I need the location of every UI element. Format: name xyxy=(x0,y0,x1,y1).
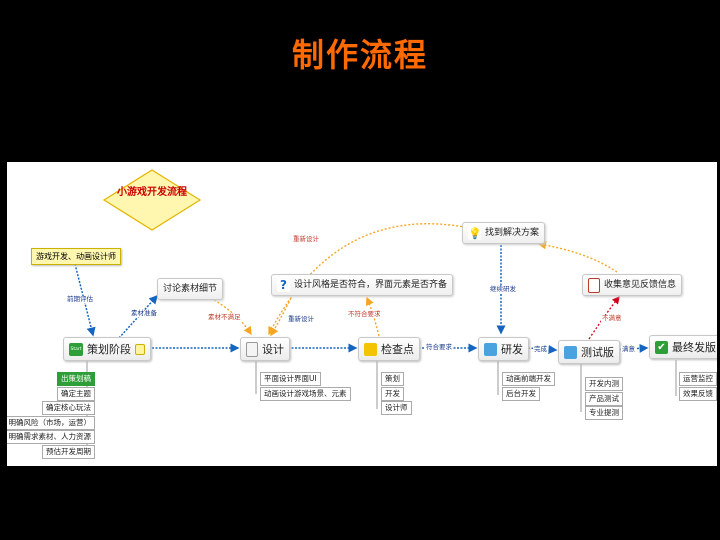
checkpoint-item: 策划 xyxy=(381,372,404,386)
callout-solution: 💡 找到解决方案 xyxy=(462,222,546,244)
label-redesign: 重新设计 xyxy=(287,315,315,323)
checkpoint-item: 开发 xyxy=(381,386,404,401)
beta-item: 开发内测 xyxy=(585,377,623,391)
stage-release: ✔ 最终发版 xyxy=(649,335,717,359)
label-material-prep: 素材准备 xyxy=(130,309,158,317)
callout-feedback-label: 收集意见反馈信息 xyxy=(604,279,677,290)
release-item: 运营监控 xyxy=(679,372,717,386)
label-redesign-top: 重新设计 xyxy=(292,235,320,243)
label-unsatisfied: 不满意 xyxy=(601,314,623,322)
dev-icon xyxy=(484,342,497,356)
planning-item: 预估开发周期 xyxy=(42,444,95,459)
title-diamond xyxy=(102,169,202,231)
slide-title: 制作流程 xyxy=(291,36,428,74)
start-badge-label: Start xyxy=(70,346,82,352)
edge-planning-discuss xyxy=(118,294,159,339)
planning-item: 确定核心玩法 xyxy=(42,401,95,415)
planning-item: 明确风险（市场，运营） xyxy=(7,415,95,430)
stage-design: 设计 xyxy=(240,337,290,361)
label-meets: 符合要求 xyxy=(425,343,453,351)
label-prelim-eval: 前期评估 xyxy=(66,295,94,303)
stage-planning-label: 策划阶段 xyxy=(87,342,131,356)
flowchart-canvas: 小游戏开发流程 游戏开发、动画设计师 Start 策划阶段 设计 检查点 研发 … xyxy=(7,162,717,466)
stage-planning: Start 策划阶段 xyxy=(63,337,151,361)
lightbulb-icon: 💡 xyxy=(468,226,482,240)
callout-feedback: 收集意见反馈信息 xyxy=(582,274,683,296)
rnd-item: 后台开发 xyxy=(502,386,540,401)
beta-item: 产品测试 xyxy=(585,391,623,406)
stage-checkpoint: 检查点 xyxy=(358,337,420,361)
edge-feedback-solution xyxy=(537,241,618,273)
note-icon xyxy=(135,343,145,355)
clipboard-icon xyxy=(588,277,600,293)
edge-top-redesign xyxy=(268,223,471,336)
document-icon xyxy=(246,341,258,357)
label-satisfied: 满意 xyxy=(621,345,636,353)
label-material-unsatisfied: 素材不满足 xyxy=(207,313,242,321)
design-item: 平面设计界面UI xyxy=(260,372,321,386)
planning-item: 出策划稿 xyxy=(57,372,95,386)
stage-rnd-label: 研发 xyxy=(501,342,523,356)
diagram-title: 小游戏开发流程 xyxy=(117,187,187,198)
roles-box: 游戏开发、动画设计师 xyxy=(31,248,121,265)
question-icon: ? xyxy=(277,278,290,292)
checkpoint-item: 设计师 xyxy=(381,401,412,415)
label-done: 完成 xyxy=(533,345,548,353)
release-item: 效果反馈 xyxy=(679,386,717,401)
checkpoint-icon xyxy=(364,342,377,356)
stage-release-label: 最终发版 xyxy=(672,340,716,354)
design-item: 动画设计游戏场景、元素 xyxy=(260,386,351,401)
callout-style-check-label: 设计风格是否符合，界面元素是否齐备 xyxy=(294,279,448,290)
stage-design-label: 设计 xyxy=(262,342,284,356)
edge-style-design xyxy=(270,297,292,337)
start-icon: Start xyxy=(69,342,83,356)
label-find-rnd: 继续研发 xyxy=(489,285,517,293)
callout-solution-label: 找到解决方案 xyxy=(485,227,540,238)
rnd-item: 动画前端开发 xyxy=(502,372,555,386)
stage-checkpoint-label: 检查点 xyxy=(381,342,414,356)
label-not-meet: 不符合要求 xyxy=(347,310,382,318)
stage-beta: 测试版 xyxy=(558,340,620,364)
check-icon: ✔ xyxy=(655,340,668,354)
callout-style-check: ? 设计风格是否符合，界面元素是否齐备 xyxy=(271,274,454,296)
beta-item: 专业提测 xyxy=(585,406,623,420)
edge-check-style xyxy=(365,296,380,337)
beta-icon xyxy=(564,345,577,359)
planning-item: 确定主题 xyxy=(57,386,95,401)
planning-item: 明确需求素材、人力资源 xyxy=(7,430,95,444)
callout-discuss-label: 讨论素材细节 xyxy=(163,283,218,294)
stage-beta-label: 测试版 xyxy=(581,345,614,359)
callout-discuss: 讨论素材细节 xyxy=(157,278,224,300)
stage-rnd: 研发 xyxy=(478,337,529,361)
